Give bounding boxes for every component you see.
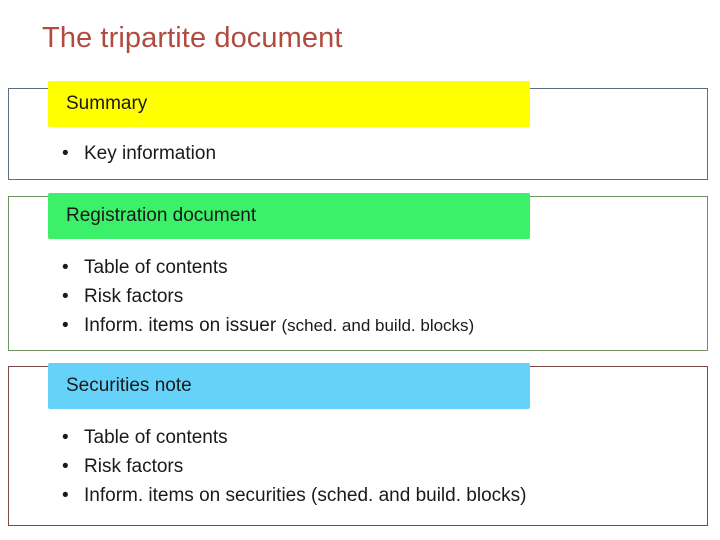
section-header-registration-document: Registration document bbox=[48, 193, 530, 239]
bullet-list-registration-document: • Table of contents • Risk factors • Inform… bbox=[62, 253, 474, 340]
section-header-summary-label: Summary bbox=[66, 93, 148, 114]
section-header-registration-label: Registration document bbox=[66, 205, 257, 226]
bullet-text: Table of contents bbox=[84, 257, 228, 278]
section-header-summary: Summary bbox=[48, 81, 530, 127]
bullet-marker: • bbox=[62, 286, 69, 307]
bullet-text: Risk factors bbox=[84, 456, 184, 477]
list-item: • Inform. items on securities (sched. and… bbox=[62, 481, 526, 510]
bullet-marker: • bbox=[62, 257, 69, 278]
bullet-marker: • bbox=[62, 485, 69, 506]
section-header-securities-note: Securities note bbox=[48, 363, 530, 409]
bullet-text: Risk factors bbox=[84, 286, 184, 307]
bullet-text: Inform. items on securities (sched. and … bbox=[84, 485, 527, 506]
bullet-text-suffix: (sched. and build. blocks) bbox=[281, 316, 475, 335]
list-item: • Key information bbox=[62, 139, 216, 168]
list-item: • Risk factors bbox=[62, 452, 526, 481]
bullet-text: Inform. items on issuer bbox=[84, 315, 282, 336]
bullet-marker: • bbox=[62, 143, 69, 164]
list-item: • Risk factors bbox=[62, 282, 474, 311]
section-header-securities-label: Securities note bbox=[66, 375, 192, 396]
bullet-marker: • bbox=[62, 456, 69, 477]
bullet-text: Key information bbox=[84, 143, 217, 164]
bullet-marker: • bbox=[62, 427, 69, 448]
bullet-list-securities-note: • Table of contents • Risk factors • Inform… bbox=[62, 423, 526, 510]
bullet-text: Table of contents bbox=[84, 427, 228, 448]
bullet-list-summary: • Key information bbox=[62, 139, 216, 168]
bullet-marker: • bbox=[62, 315, 69, 336]
list-item: • Table of contents bbox=[62, 423, 526, 452]
list-item: • Table of contents bbox=[62, 253, 474, 282]
page-title: The tripartite document bbox=[42, 22, 343, 54]
list-item: • Inform. items on issuer (sched. and bui… bbox=[62, 311, 474, 340]
